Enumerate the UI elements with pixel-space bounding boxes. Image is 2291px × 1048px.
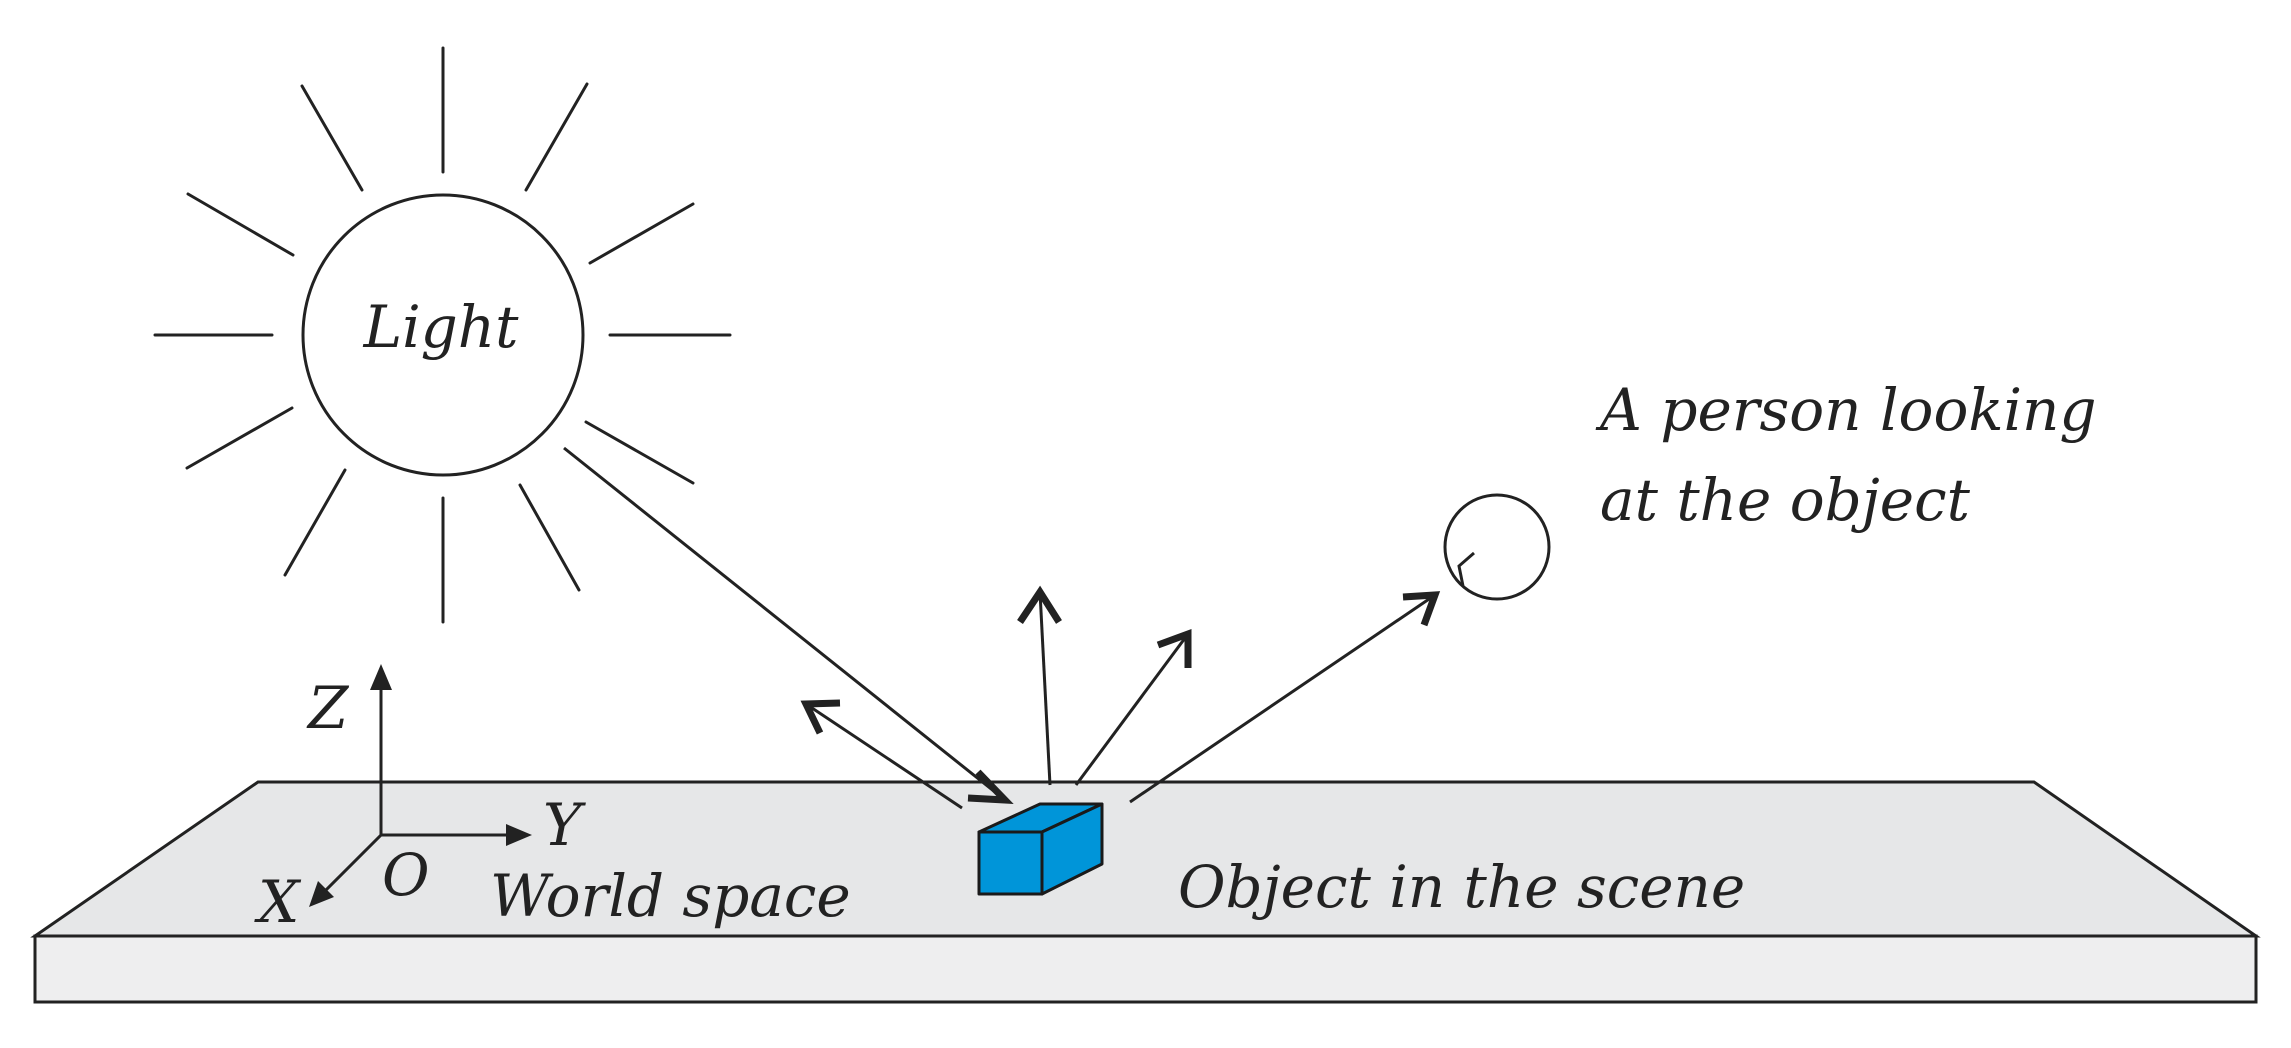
axis-z-label: Z: [306, 674, 350, 742]
reflected-ray-upright-arrowhead: [1156, 628, 1192, 668]
reflected-ray-up: [1038, 591, 1052, 786]
reflected-ray-left: [805, 702, 963, 810]
reflected-ray-up-arrowhead: [1017, 585, 1062, 624]
floor-front-face: [33, 934, 2258, 1004]
world-axes: Z Y X O: [254, 664, 586, 936]
incident-ray: [563, 446, 1014, 804]
sun-circle: [301, 193, 585, 477]
sun-ray: [518, 483, 581, 592]
y-axis-arrowhead: [506, 824, 532, 846]
axis-x-label: X: [254, 868, 302, 936]
sun-ray: [524, 82, 589, 192]
object-side-face: [1040, 802, 1104, 896]
x-axis: [321, 833, 383, 895]
light-label: Light: [363, 293, 520, 361]
viewer-label-line-2: at the object: [1600, 466, 1971, 534]
floor-top-surface: [30, 780, 2261, 938]
z-axis-arrowhead: [370, 664, 392, 690]
reflected-ray-upright: [1074, 633, 1190, 786]
sun-ray: [186, 192, 295, 257]
world-space-label: World space: [490, 862, 851, 930]
incident-ray-arrowhead: [967, 769, 1014, 804]
reflected-ray-to-viewer: [1129, 593, 1436, 804]
scene-object: Object in the scene: [977, 802, 1745, 921]
sun-ray: [283, 468, 347, 577]
reflected-rays: [800, 585, 1441, 810]
object-label: Object in the scene: [1178, 853, 1745, 921]
reflected-ray-left-arrowhead: [800, 699, 841, 735]
eye-icon: [1443, 493, 1551, 601]
x-axis-arrowhead: [309, 881, 334, 907]
sun-ray: [300, 84, 364, 192]
sun-rays: [153, 46, 732, 624]
sun-ray: [584, 420, 695, 485]
object-front-face: [977, 830, 1044, 896]
axis-y-label: Y: [543, 791, 586, 859]
incident-ray-line: [563, 446, 1006, 802]
eye-pupil-icon: [1457, 551, 1475, 587]
viewer: A person looking at the object: [1443, 376, 2097, 601]
world-floor: [30, 780, 2261, 1004]
light-source: Light: [153, 46, 732, 624]
origin-label: O: [382, 841, 430, 909]
viewer-label-line-1: A person looking: [1595, 376, 2097, 444]
sun-ray: [185, 406, 294, 470]
sun-ray: [588, 202, 695, 265]
reflected-ray-to-viewer-arrowhead: [1402, 591, 1441, 627]
